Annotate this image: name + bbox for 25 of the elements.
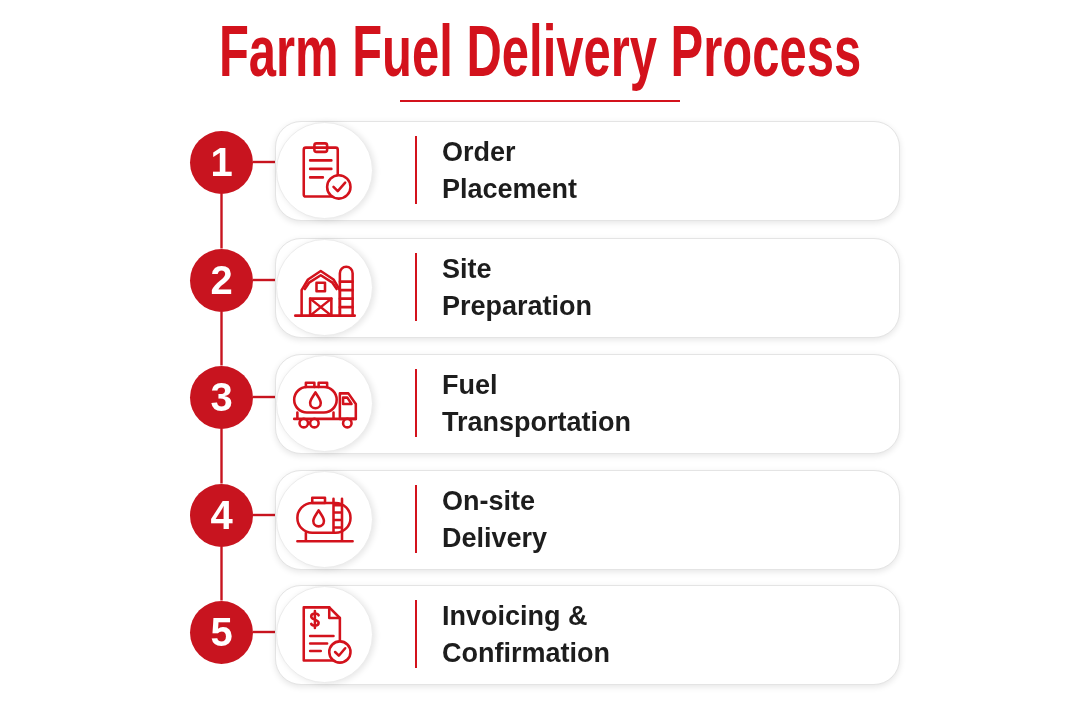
step-title: Order Placement	[442, 136, 579, 206]
step-title: Fuel Transportation	[442, 369, 632, 439]
step-card	[275, 121, 900, 221]
connector-line	[253, 395, 275, 399]
connector-line	[253, 630, 275, 634]
step-number: 1	[190, 130, 253, 194]
step-number: 3	[190, 365, 253, 429]
step-card	[275, 470, 900, 570]
connector-line	[253, 160, 275, 164]
step-number: 5	[190, 600, 253, 664]
step-number: 2	[190, 248, 253, 312]
connector-line	[220, 546, 223, 601]
step-number: 4	[190, 483, 253, 547]
step-card	[275, 238, 900, 338]
connector-line	[220, 428, 223, 484]
connector-line	[220, 193, 223, 249]
title: Farm Fuel Delivery Process	[218, 10, 862, 92]
step-title: Invoicing & Confirmation	[442, 600, 611, 670]
connector-line	[253, 513, 275, 517]
step-title: Site Preparation	[442, 253, 594, 323]
step-card	[275, 354, 900, 454]
step-card	[275, 585, 900, 685]
connector-line	[253, 278, 275, 282]
step-title: On-site Delivery	[442, 485, 549, 555]
connector-line	[220, 311, 223, 366]
